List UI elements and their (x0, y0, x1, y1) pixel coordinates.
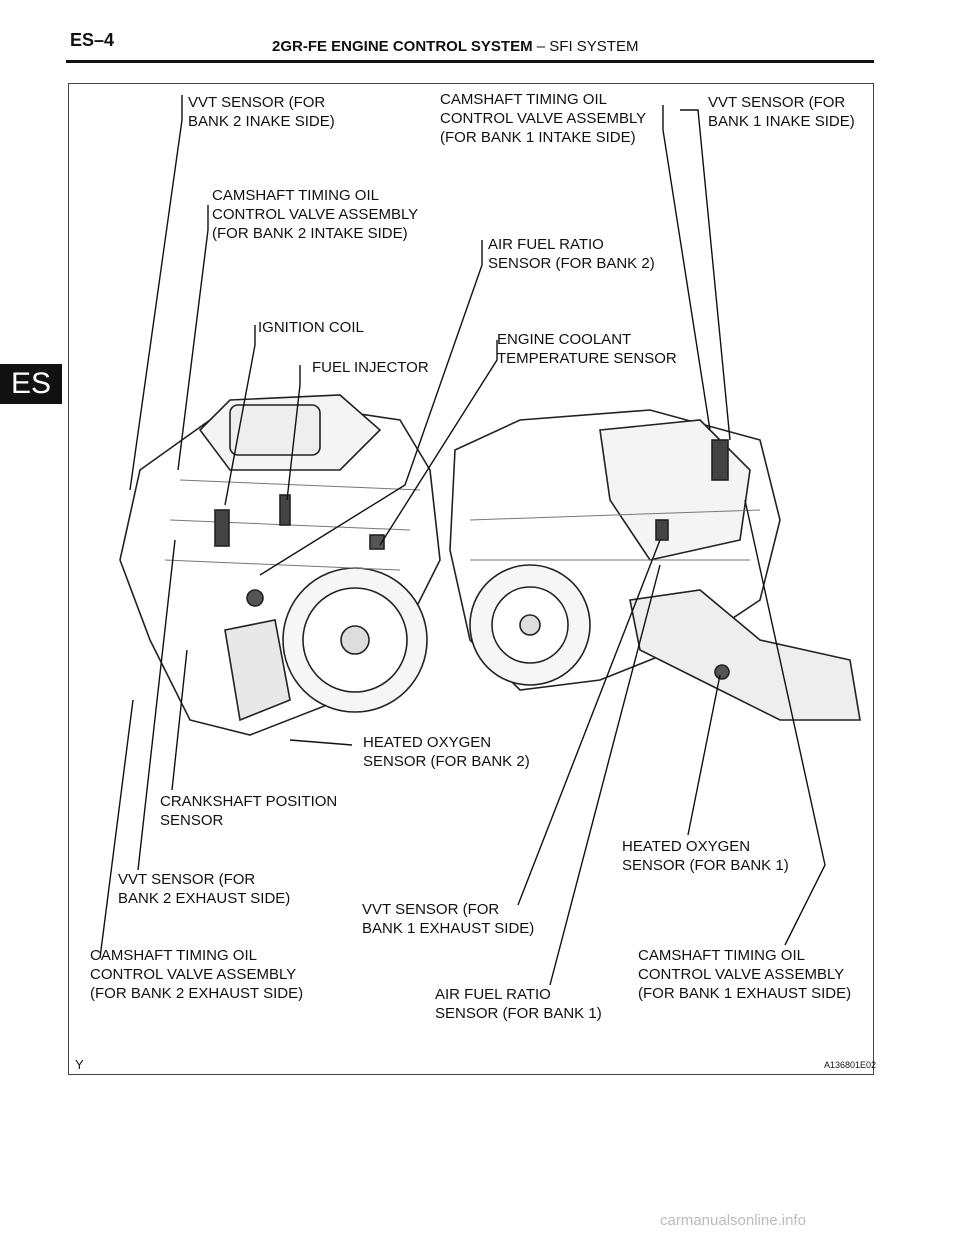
label-af-sensor-bank2: AIR FUEL RATIO SENSOR (FOR BANK 2) (488, 236, 655, 272)
right-engine (449, 409, 861, 721)
label-ho2-sensor-bank2: HEATED OXYGEN SENSOR (FOR BANK 2) (363, 734, 530, 770)
figure-frame (68, 83, 874, 1075)
left-engine (119, 394, 441, 736)
label-ho2-sensor-bank1: HEATED OXYGEN SENSOR (FOR BANK 1) (622, 838, 789, 874)
header-rule (66, 60, 874, 63)
label-vvt-sensor-bank2-exhaust: VVT SENSOR (FOR BANK 2 EXHAUST SIDE) (118, 871, 291, 907)
page-title: 2GR-FE ENGINE CONTROL SYSTEM – SFI SYSTE… (272, 38, 638, 55)
label-vvt-sensor-bank1-intake: VVT SENSOR (FOR BANK 1 INAKE SIDE) (708, 94, 855, 130)
label-crankshaft-position-sensor: CRANKSHAFT POSITION SENSOR (160, 793, 338, 829)
label-vvt-sensor-bank1-exhaust: VVT SENSOR (FOR BANK 1 EXHAUST SIDE) (362, 901, 535, 937)
label-ignition-coil: IGNITION COIL (258, 319, 364, 336)
title-bold: 2GR-FE ENGINE CONTROL SYSTEM (272, 38, 533, 55)
label-ocv-bank1-exhaust: CAMSHAFT TIMING OIL CONTROL VALVE ASSEMB… (638, 947, 852, 1002)
title-rest: – SFI SYSTEM (532, 38, 639, 55)
figure-code: A136801E02 (824, 1060, 877, 1070)
label-ocv-bank1-intake: CAMSHAFT TIMING OIL CONTROL VALVE ASSEMB… (440, 91, 647, 146)
label-ect-sensor: ENGINE COOLANT TEMPERATURE SENSOR (497, 331, 677, 367)
label-ocv-bank2-exhaust: CAMSHAFT TIMING OIL CONTROL VALVE ASSEMB… (90, 947, 304, 1002)
label-af-sensor-bank1: AIR FUEL RATIO SENSOR (FOR BANK 1) (435, 986, 602, 1022)
label-vvt-sensor-bank2-intake: VVT SENSOR (FOR BANK 2 INAKE SIDE) (188, 94, 335, 130)
section-tab[interactable]: ES (0, 364, 62, 404)
corner-mark: Y (75, 1057, 84, 1072)
watermark: carmanualsonline.info (660, 1212, 806, 1229)
label-ocv-bank2-intake: CAMSHAFT TIMING OIL CONTROL VALVE ASSEMB… (212, 187, 419, 242)
page-id: ES–4 (70, 30, 115, 50)
label-fuel-injector: FUEL INJECTOR (312, 359, 429, 376)
leader-lines (99, 95, 826, 986)
